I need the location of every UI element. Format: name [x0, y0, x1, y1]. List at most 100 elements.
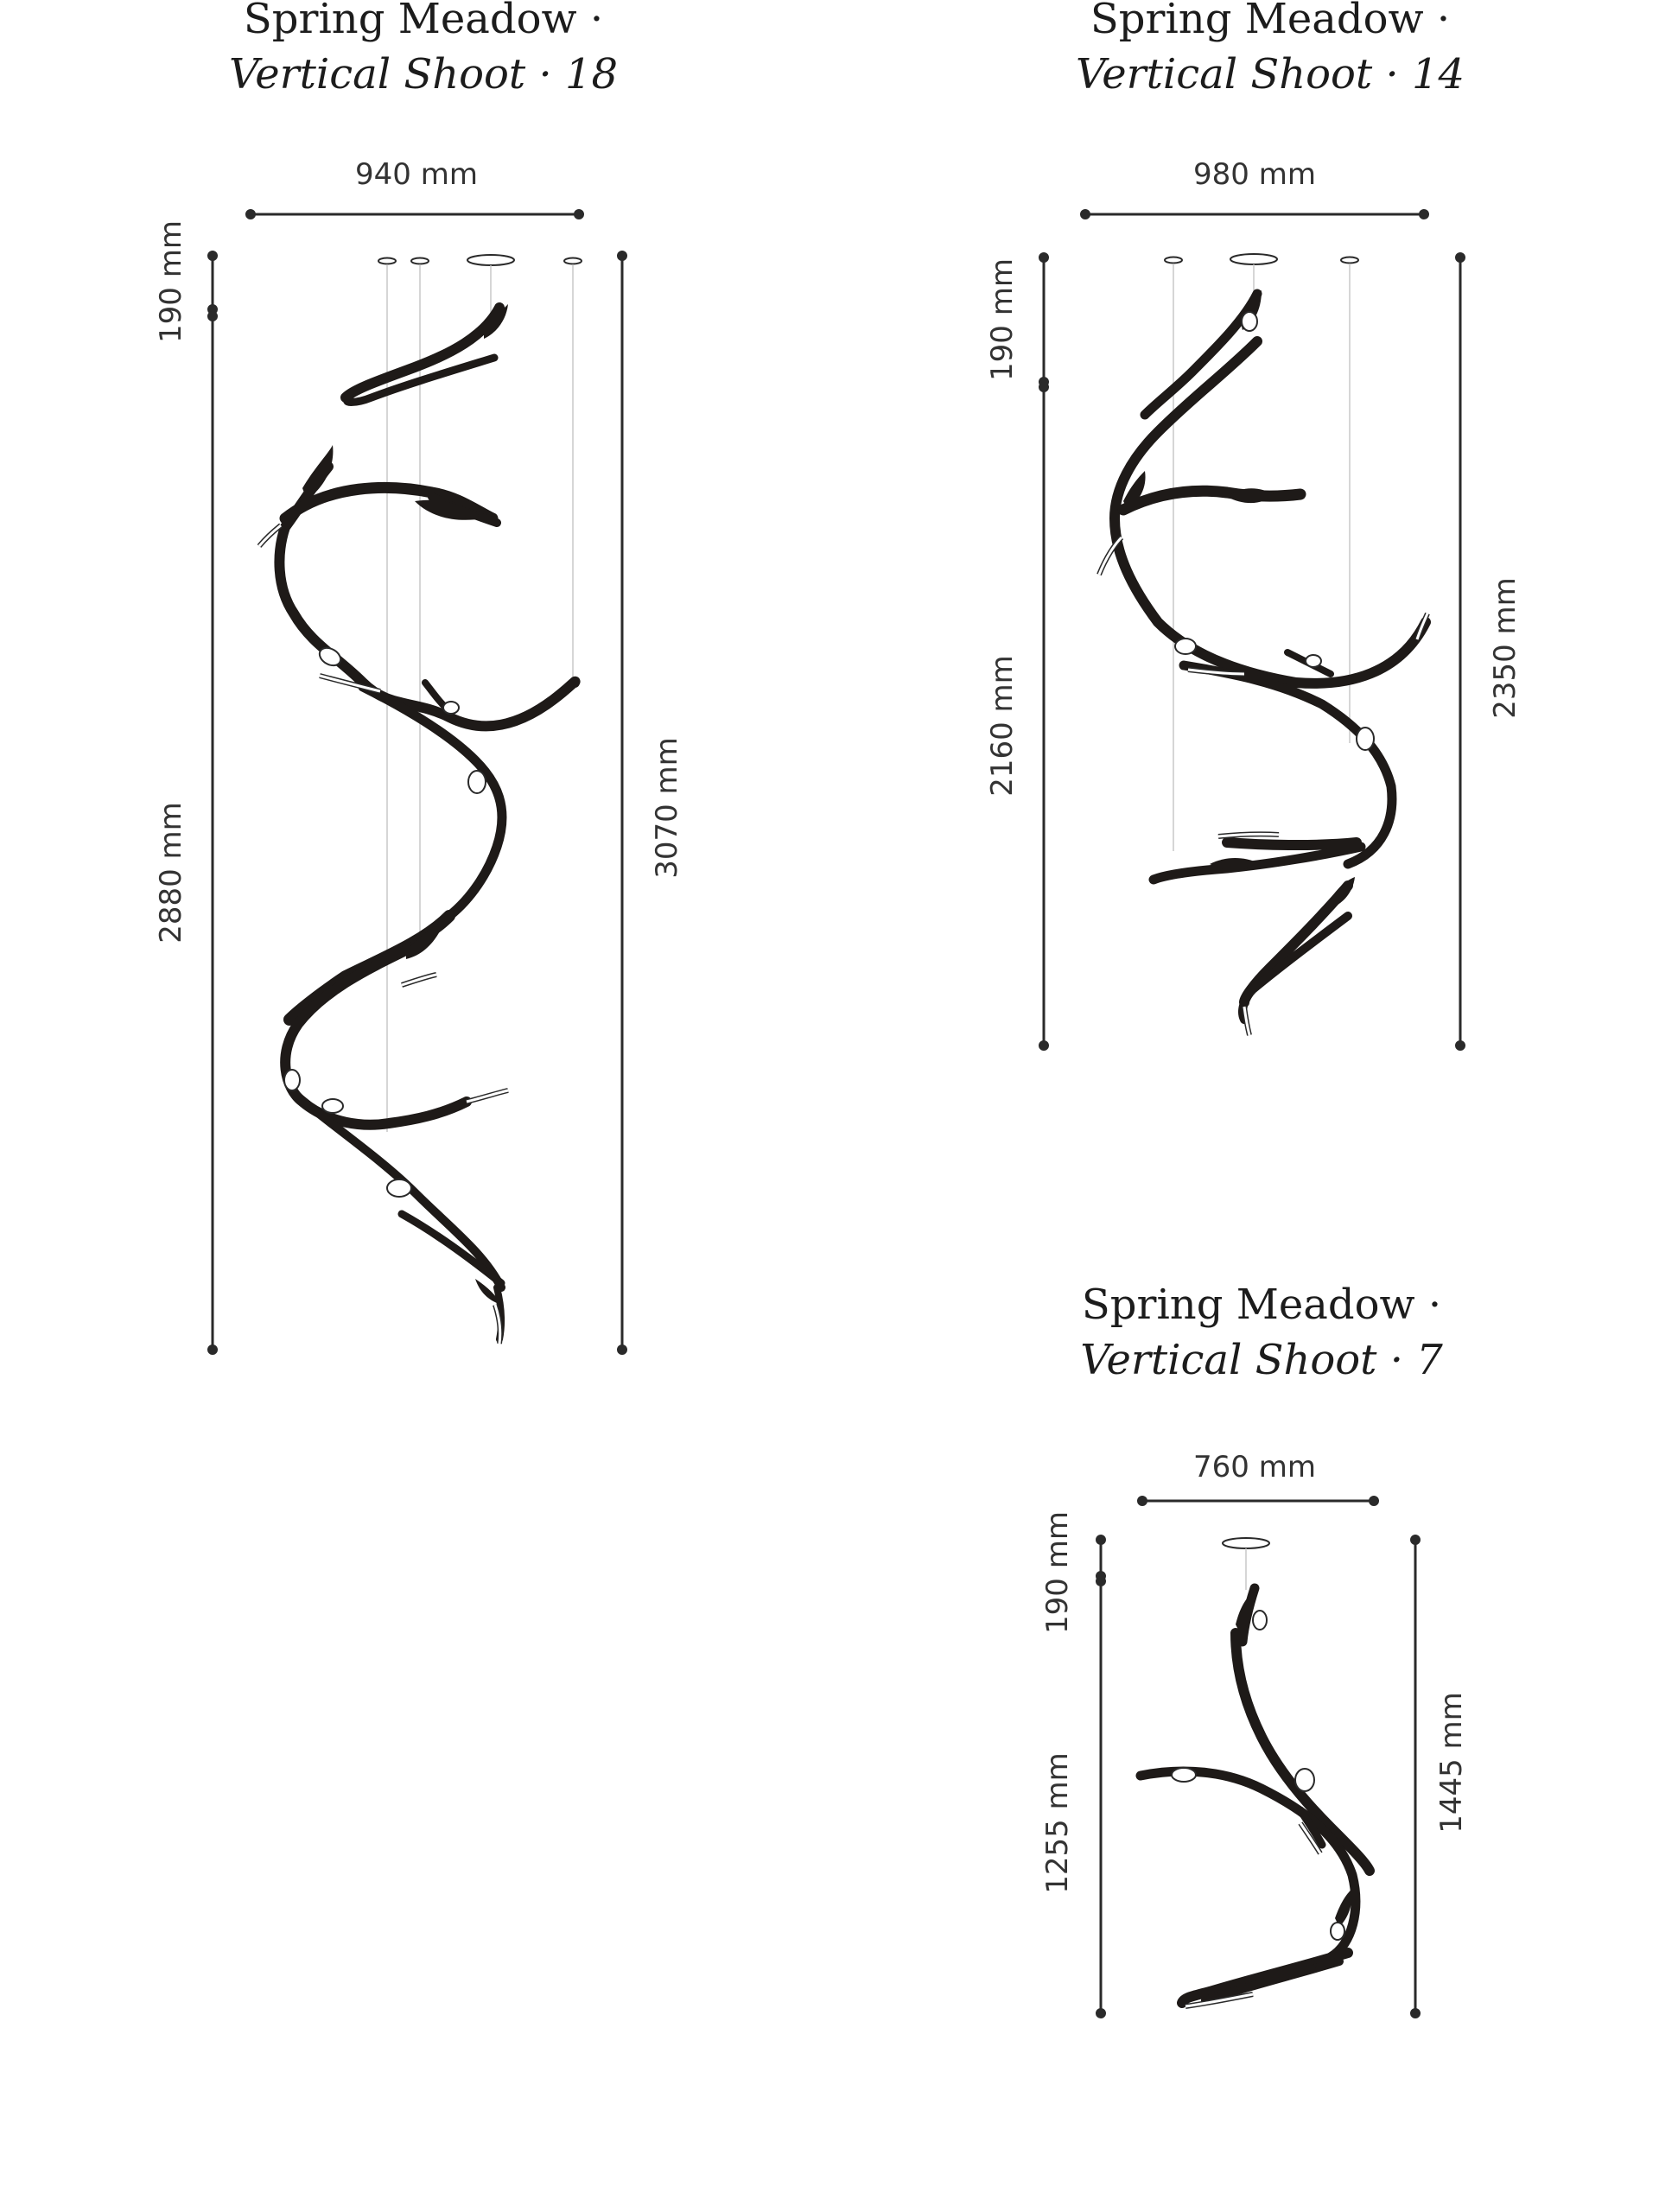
title-line-model: Vertical Shoot · 18 [228, 50, 619, 99]
glass-bud [442, 701, 460, 715]
glass-tube [493, 1304, 502, 1344]
dimension-endpoint [1455, 1040, 1465, 1051]
dimension-endpoint [1455, 252, 1465, 263]
branch [1230, 1628, 1375, 1876]
glass-tube [1217, 832, 1280, 838]
leaf [484, 304, 508, 339]
canopy [1164, 256, 1183, 264]
glass-bud [1330, 1922, 1345, 1941]
glass-tube [1185, 1993, 1254, 2008]
leaf [1331, 877, 1355, 907]
dimension-endpoint [1410, 2008, 1421, 2018]
glass-bud [1171, 1767, 1197, 1783]
dimension-endpoint [1096, 2008, 1106, 2018]
branch-sculpture-vertical-shoot-7 [1135, 1583, 1375, 2008]
glass-tube [1415, 613, 1429, 640]
dimension-endpoint [207, 311, 218, 321]
branch [279, 481, 499, 524]
dimension-endpoint [1137, 1496, 1147, 1506]
branch [1238, 912, 1352, 1024]
branch [1117, 485, 1306, 516]
leaf [302, 445, 334, 499]
dimension-endpoint [1096, 1576, 1106, 1586]
leaf-shapes-vertical-shoot-14 [1123, 290, 1355, 907]
canopy [410, 257, 429, 265]
leaf [1210, 858, 1257, 871]
glass-tube [1243, 1006, 1251, 1036]
branch [1177, 1948, 1353, 2008]
branch [1222, 837, 1362, 851]
dimension-endpoint [207, 1344, 218, 1355]
glass-tube [401, 973, 437, 987]
branch [1135, 1766, 1361, 1962]
glass-tube [1299, 1822, 1322, 1854]
glass-tube [319, 674, 381, 693]
glass-bud [386, 1179, 412, 1198]
dimension-endpoint [1039, 252, 1049, 263]
leaf [1335, 1889, 1353, 1927]
dimension-lines-vertical-shoot-7 [1096, 1496, 1421, 2018]
dimension-endpoint [207, 251, 218, 261]
branch [340, 302, 505, 403]
suspension-wires-vertical-shoot-18 [386, 264, 574, 1132]
product-title-vertical-shoot-7: Spring Meadow · Vertical Shoot · 7 [1028, 1277, 1495, 1388]
leaf [415, 499, 484, 520]
product-title-vertical-shoot-18: Spring Meadow · Vertical Shoot · 18 [199, 0, 648, 102]
glass-bud [1252, 1610, 1268, 1630]
dimension-endpoint [1096, 1535, 1106, 1545]
dimension-endpoint [1410, 1535, 1421, 1545]
leaf [1123, 471, 1146, 510]
title-line-model: Vertical Shoot · 7 [1080, 1336, 1443, 1384]
width-dimension-label: 760 mm [1193, 1450, 1316, 1484]
dimension-endpoint [1080, 209, 1090, 219]
glass-bud [467, 770, 486, 794]
leaf [1257, 1964, 1318, 1978]
branch [1296, 1806, 1326, 1849]
canopy [1230, 253, 1278, 265]
canopy [1340, 256, 1359, 264]
title-line-series: Spring Meadow · [1090, 0, 1451, 43]
canopy [1222, 1537, 1270, 1549]
branch [397, 1210, 505, 1287]
product-title-vertical-shoot-14: Spring Meadow · Vertical Shoot · 14 [1028, 0, 1512, 102]
glass-elements-vertical-shoot-7 [1171, 1610, 1345, 2009]
canopy [378, 257, 397, 265]
title-line-model: Vertical Shoot · 14 [1075, 50, 1465, 99]
branch [358, 682, 507, 921]
leaf [406, 920, 445, 959]
dimension-endpoint [617, 251, 627, 261]
branch [1179, 660, 1397, 869]
dimension-endpoint [617, 1344, 627, 1355]
branch-sculpture-vertical-shoot-18 [274, 302, 581, 1343]
glass-elements-vertical-shoot-18 [257, 523, 509, 1344]
title-line-series: Spring Meadow · [243, 0, 604, 43]
title-line-series: Spring Meadow · [1081, 1281, 1442, 1329]
dimension-endpoint [574, 209, 584, 219]
dimension-endpoint [1039, 1040, 1049, 1051]
glass-bud [1174, 638, 1197, 655]
branch [280, 937, 472, 1130]
glass-tube [466, 1089, 509, 1103]
glass-bud [1356, 727, 1375, 751]
canopies-vertical-shoot-7 [1222, 1537, 1270, 1549]
leaf [1227, 488, 1274, 504]
width-dimension-label: 940 mm [355, 157, 478, 192]
glass-elements-vertical-shoot-14 [1096, 311, 1430, 1036]
glass-bud [1305, 654, 1322, 668]
branch [1148, 842, 1366, 885]
glass-bud [283, 1069, 301, 1091]
branch [343, 353, 499, 406]
glass-tube [1097, 536, 1123, 575]
branch [289, 1089, 505, 1292]
glass-bud [1241, 311, 1258, 332]
leaf [1236, 1594, 1252, 1633]
width-dimension-label: 980 mm [1193, 157, 1316, 192]
canopy [563, 257, 582, 265]
dimension-endpoint [245, 209, 256, 219]
glass-bud [1294, 1768, 1315, 1792]
dimension-lines-vertical-shoot-14 [1039, 209, 1465, 1051]
canopies-vertical-shoot-14 [1164, 253, 1359, 265]
dimension-endpoint [1369, 1496, 1379, 1506]
glass-tube [1187, 668, 1245, 676]
